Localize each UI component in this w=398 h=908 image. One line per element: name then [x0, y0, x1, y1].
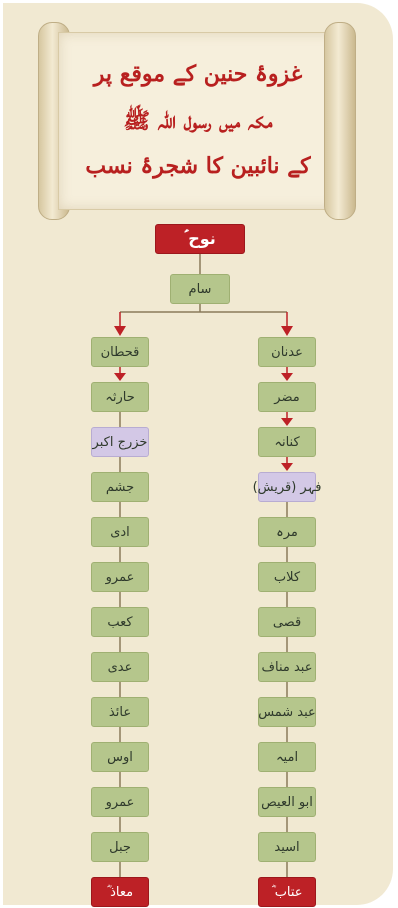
left-branch-node: معاذ ؓ: [91, 877, 149, 907]
right-branch-node: فہر (قریش): [258, 472, 316, 502]
arrow-icon: [281, 373, 293, 381]
left-branch-node: ادی: [91, 517, 149, 547]
right-branch-node: کنانہ: [258, 427, 316, 457]
left-branch-node: کعب: [91, 607, 149, 637]
left-branch-node: اوس: [91, 742, 149, 772]
right-branch-node: عتاب ؓ: [258, 877, 316, 907]
arrow-icon: [281, 418, 293, 426]
right-branch-node: امیہ: [258, 742, 316, 772]
right-branch-node: مرہ: [258, 517, 316, 547]
left-branch-node: خزرج اکبر: [91, 427, 149, 457]
left-branch-node: عمرو: [91, 787, 149, 817]
left-branch-node: عائذ: [91, 697, 149, 727]
root-node: نوح ؑ: [155, 224, 245, 254]
arrow-right-start: [281, 326, 293, 336]
left-branch-node: عمرو: [91, 562, 149, 592]
left-branch-node: جشم: [91, 472, 149, 502]
arrow-icon: [114, 373, 126, 381]
left-branch-node: جبل: [91, 832, 149, 862]
arrow-icon: [281, 463, 293, 471]
right-branch-node: عبد شمس: [258, 697, 316, 727]
right-branch-node: عبد مناف: [258, 652, 316, 682]
right-branch-node: ابو العیص: [258, 787, 316, 817]
left-branch-node: عدی: [91, 652, 149, 682]
right-branch-node: اسید: [258, 832, 316, 862]
left-branch-node: قحطان: [91, 337, 149, 367]
right-branch-node: مضر: [258, 382, 316, 412]
right-branch-node: قصی: [258, 607, 316, 637]
right-branch-node: عدنان: [258, 337, 316, 367]
second-node: سام: [170, 274, 230, 304]
left-branch-node: حارثہ: [91, 382, 149, 412]
arrow-left-start: [114, 326, 126, 336]
right-branch-node: کلاب: [258, 562, 316, 592]
